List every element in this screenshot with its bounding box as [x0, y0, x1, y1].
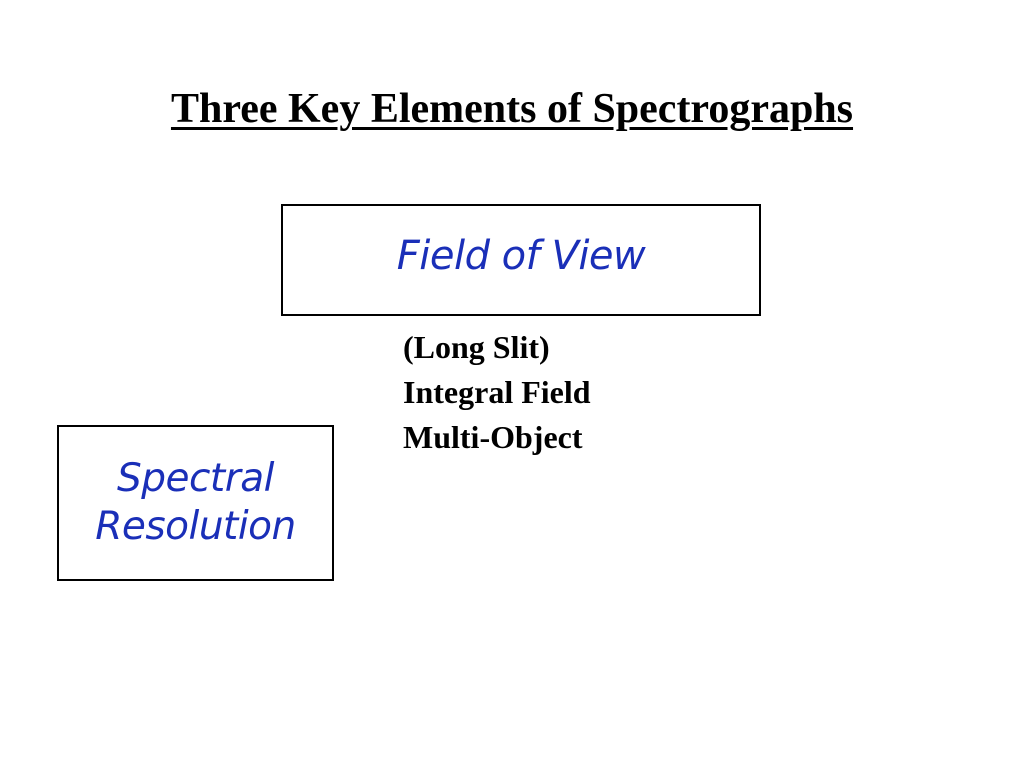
spectral-resolution-label-line-2: Resolution — [95, 504, 296, 549]
spectral-resolution-box: Spectral Resolution — [57, 425, 334, 581]
mode-long-slit: (Long Slit) — [403, 329, 550, 365]
field-of-view-label: Field of View — [396, 233, 646, 279]
slide-title-text: Three Key Elements of Spectrographs — [170, 86, 854, 132]
spectral-resolution-label-line-1: Spectral — [116, 456, 275, 501]
field-of-view-modes-list: (Long Slit) Integral Field Multi-Object — [403, 325, 591, 460]
field-of-view-box: Field of View — [281, 204, 761, 316]
slide-title: Three Key Elements of Spectrographs — [0, 84, 1024, 134]
mode-integral-field: Integral Field — [403, 374, 591, 410]
mode-multi-object: Multi-Object — [403, 419, 583, 455]
